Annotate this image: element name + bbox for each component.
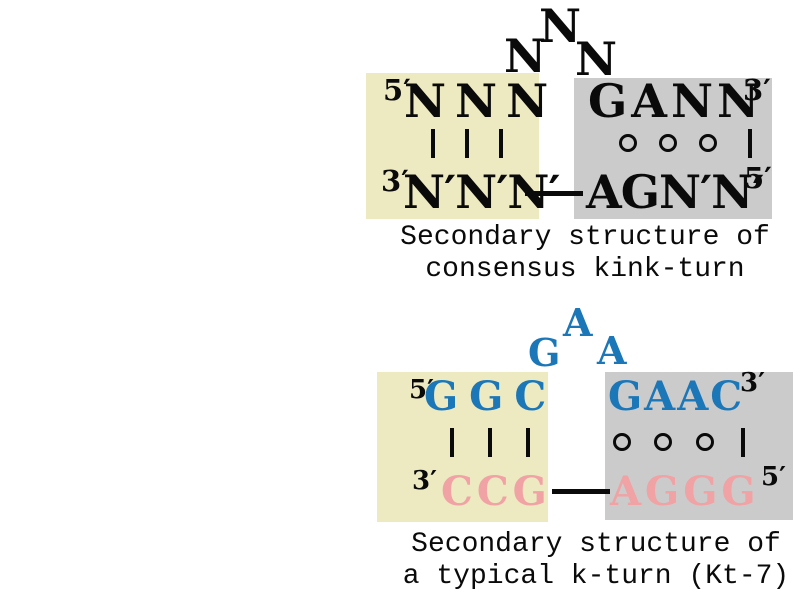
- kt7-nc-helix-top-strand: GAAC: [608, 373, 745, 420]
- kt7-c-helix-box: [377, 372, 548, 522]
- consensus-5prime-label-top-left: 5′: [383, 73, 411, 107]
- kt7-caption-line2: a typical k-turn (Kt-7): [402, 561, 790, 592]
- consensus-nc-helix-bottom-strand: AGN′N′: [586, 165, 764, 219]
- consensus-caption-line2: consensus kink-turn: [425, 254, 745, 285]
- consensus-5prime-label-bottom-right: 5′: [744, 161, 772, 195]
- kt7-loop-nucleotide-left: G: [528, 330, 561, 375]
- wc-pair-icon: [431, 129, 435, 158]
- consensus-3prime-label-bottom-left: 3′: [381, 164, 409, 198]
- kt7-c-helix-bottom-strand: CCG: [441, 468, 551, 515]
- non-wc-pair-icon: [659, 134, 677, 152]
- consensus-c-helix-top-strand: NNN: [404, 74, 558, 128]
- wc-pair-icon: [526, 428, 530, 457]
- wc-pair-icon: [741, 428, 745, 457]
- kt7-strand-connector-line: [552, 489, 610, 494]
- consensus-nc-helix-top-strand: GANN: [588, 74, 764, 128]
- kt7-c-helix-top-strand: GGC: [424, 373, 558, 420]
- non-wc-pair-icon: [696, 433, 714, 451]
- consensus-caption-line1: Secondary structure of: [400, 222, 770, 253]
- kt7-nc-helix-bottom-strand: AGGG: [610, 468, 760, 515]
- kt7-5prime-label-top-left: 5′: [409, 375, 434, 405]
- non-wc-pair-icon: [654, 433, 672, 451]
- kt7-loop-nucleotide-right: A: [597, 328, 627, 373]
- kt7-3prime-label-top-right: 3′: [740, 368, 765, 398]
- kt7-loop-nucleotide-top: A: [563, 300, 593, 345]
- kt7-caption: Secondary structure of a typical k-turn …: [374, 529, 800, 593]
- consensus-3prime-label-top-right: 3′: [743, 73, 771, 107]
- non-wc-pair-icon: [619, 134, 637, 152]
- non-wc-pair-icon: [613, 433, 631, 451]
- consensus-loop-nucleotide-left: N: [504, 29, 547, 83]
- kt7-caption-line1: Secondary structure of: [411, 529, 781, 560]
- consensus-loop-nucleotide-top: N: [539, 0, 582, 53]
- consensus-loop-nucleotide-right: N: [575, 32, 618, 86]
- non-wc-pair-icon: [699, 134, 717, 152]
- kt7-3prime-label-bottom-left: 3′: [412, 466, 437, 496]
- wc-pair-icon: [450, 428, 454, 457]
- wc-pair-icon: [499, 129, 503, 158]
- consensus-caption: Secondary structure of consensus kink-tu…: [367, 222, 800, 286]
- wc-pair-icon: [465, 129, 469, 158]
- wc-pair-icon: [748, 129, 752, 158]
- wc-pair-icon: [488, 428, 492, 457]
- consensus-strand-connector-line: [525, 191, 583, 196]
- kt7-5prime-label-bottom-right: 5′: [761, 462, 786, 492]
- consensus-c-helix-box: [366, 73, 539, 219]
